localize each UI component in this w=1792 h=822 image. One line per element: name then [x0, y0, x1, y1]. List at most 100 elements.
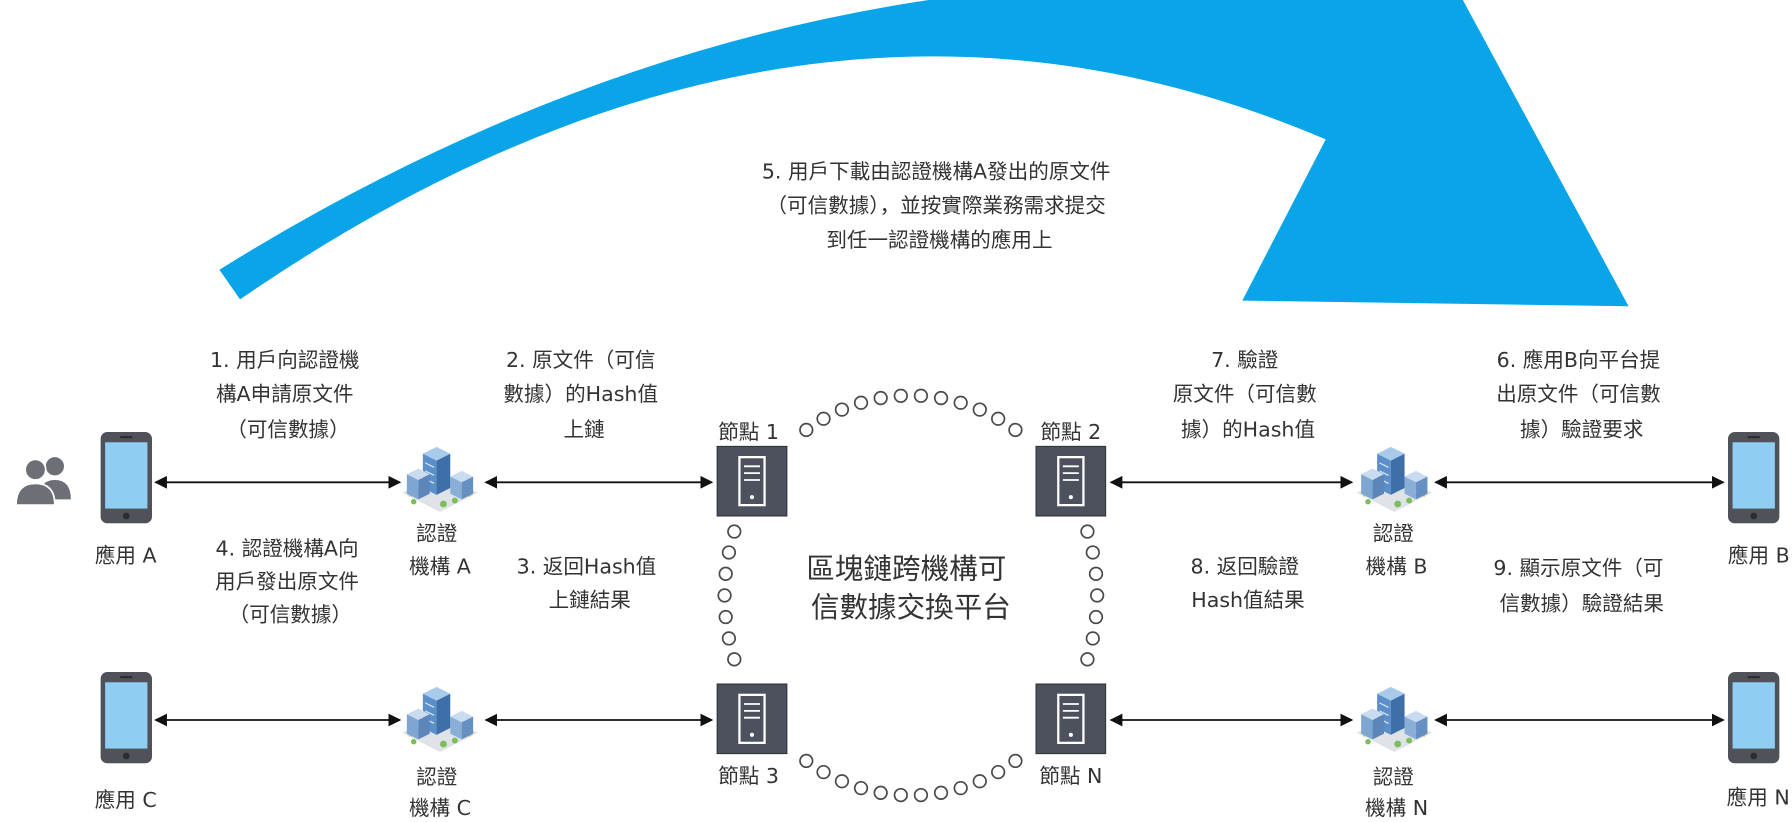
smartphone-icon — [1728, 672, 1780, 764]
chain-link-icon — [799, 753, 814, 769]
building-icon — [402, 445, 478, 514]
step-6-line: 出原文件（可信數 — [1496, 382, 1661, 406]
node-3-label: 節點 3 — [718, 764, 779, 788]
chain-link-icon — [933, 785, 949, 800]
step-2-line: 上鏈 — [563, 418, 604, 442]
chain-link-icon — [717, 588, 732, 603]
smartphone-icon — [1728, 432, 1780, 524]
transfer-arrow — [219, 0, 1629, 307]
step-7-line: 7. 驗證 — [1211, 348, 1279, 372]
app-b-label: 應用 B — [1728, 543, 1790, 567]
step-8-line: 8. 返回驗證 — [1191, 555, 1300, 579]
smartphone-icon — [100, 672, 152, 764]
step-8-line: Hash值結果 — [1191, 588, 1305, 612]
chain-link-icon — [816, 764, 831, 780]
step-4-line: 4. 認證機構A向 — [215, 536, 358, 560]
chain-link-icon — [991, 764, 1006, 780]
users-icon — [15, 457, 71, 506]
building-icon — [402, 685, 478, 754]
step-4-label: 4. 認證機構A向 用戶發出原文件 （可信數據） — [215, 536, 365, 626]
org-b-line: 機構 B — [1366, 555, 1428, 579]
chain-link-icon — [1080, 652, 1095, 667]
step-9-label: 9. 顯示原文件（可 信數據）驗證結果 — [1493, 556, 1670, 615]
org-a-line: 認證 — [416, 522, 458, 546]
org-b-line: 認證 — [1373, 522, 1415, 546]
chain-link-icon — [718, 566, 733, 581]
chain-link-icon — [893, 388, 908, 403]
org-a-label: 認證 機構 A — [409, 522, 471, 579]
step-7-label: 7. 驗證 原文件（可信數 據）的Hash值 — [1173, 348, 1323, 442]
chain-link-icon — [1088, 609, 1104, 625]
building-icon — [1356, 445, 1432, 514]
server-icon — [1035, 683, 1107, 755]
step-5-line: 5. 用戶下載由認證機構A發出的原文件 — [762, 159, 1111, 183]
chain-link-icon — [816, 411, 831, 426]
step-5-label: 5. 用戶下載由認證機構A發出的原文件 （可信數據），並按實際業務需求提交 到任… — [762, 159, 1117, 252]
chain-link-icon — [953, 395, 968, 410]
chain-link-icon — [1090, 588, 1105, 603]
step-6-line: 據）驗證要求 — [1520, 418, 1643, 442]
chain-link-icon — [1008, 422, 1023, 438]
building-icon — [1356, 685, 1432, 754]
server-icon — [716, 445, 788, 517]
node-n-label: 節點 N — [1039, 764, 1102, 788]
step-1-line: 1. 用戶向認證機 — [210, 348, 360, 372]
server-icon — [1035, 445, 1107, 517]
chain-link-icon — [718, 609, 733, 625]
chain-link-icon — [853, 780, 869, 796]
chain-link-icon — [727, 524, 742, 539]
step-5-line: 到任一認證機構的應用上 — [826, 228, 1052, 252]
chain-link-icon — [873, 785, 888, 800]
org-b-label: 認證 機構 B — [1366, 522, 1428, 579]
chain-link-icon — [1088, 566, 1104, 581]
chain-link-icon — [727, 652, 742, 667]
chain-link-icon — [721, 631, 737, 646]
step-8-label: 8. 返回驗證 Hash值結果 — [1191, 555, 1306, 612]
chain-link-icon — [834, 774, 850, 789]
step-2-line: 2. 原文件（可信 — [506, 348, 656, 372]
blockchain-ring — [717, 388, 1105, 803]
chain-link-icon — [913, 787, 929, 803]
chain-link-icon — [1080, 524, 1095, 539]
chain-link-icon — [853, 395, 869, 410]
chain-link-icon — [991, 411, 1006, 426]
org-a-line: 機構 A — [409, 555, 471, 579]
chain-link-icon — [721, 545, 737, 560]
org-c-line: 機構 C — [409, 796, 471, 820]
app-a-label: 應用 A — [95, 543, 157, 567]
step-3-line: 上鏈結果 — [549, 588, 631, 612]
org-n-line: 機構 N — [1365, 796, 1428, 820]
smartphone-icon — [100, 432, 152, 524]
step-3-label: 3. 返回Hash值 上鏈結果 — [517, 555, 663, 612]
chain-link-icon — [972, 402, 987, 417]
step-1-label: 1. 用戶向認證機 構A申請原文件 （可信數據） — [210, 348, 366, 442]
org-n-line: 認證 — [1373, 765, 1415, 789]
chain-link-icon — [1008, 753, 1023, 769]
chain-link-icon — [893, 787, 908, 803]
org-c-line: 認證 — [416, 765, 458, 789]
step-1-line: 構A申請原文件 — [216, 382, 353, 406]
step-7-line: 原文件（可信數 — [1173, 382, 1317, 406]
org-c-label: 認證 機構 C — [409, 765, 471, 820]
chain-link-icon — [873, 390, 888, 406]
step-6-line: 6. 應用B向平台提 — [1497, 348, 1661, 372]
step-4-line: 用戶發出原文件 — [215, 570, 359, 594]
chain-link-icon — [933, 390, 949, 406]
step-2-line: 數據）的Hash值 — [503, 382, 658, 406]
step-4-line: （可信數據） — [229, 603, 352, 627]
org-n-label: 認證 機構 N — [1365, 765, 1428, 820]
step-9-line: 9. 顯示原文件（可 — [1493, 556, 1663, 580]
chain-link-icon — [1085, 631, 1100, 646]
chain-link-icon — [834, 402, 850, 417]
step-5-line: （可信數據），並按實際業務需求提交 — [767, 194, 1106, 218]
platform-title-line: 信數據交換平台 — [811, 590, 1011, 624]
step-7-line: 據）的Hash值 — [1181, 418, 1315, 442]
chain-link-icon — [1085, 545, 1100, 560]
server-icon — [716, 683, 788, 755]
step-3-line: 3. 返回Hash值 — [517, 555, 657, 579]
node-2-label: 節點 2 — [1040, 420, 1101, 444]
platform-title: 區塊鏈跨機構可 信數據交換平台 — [806, 551, 1015, 624]
step-2-label: 2. 原文件（可信 數據）的Hash值 上鏈 — [503, 348, 664, 442]
chain-link-icon — [913, 388, 929, 403]
